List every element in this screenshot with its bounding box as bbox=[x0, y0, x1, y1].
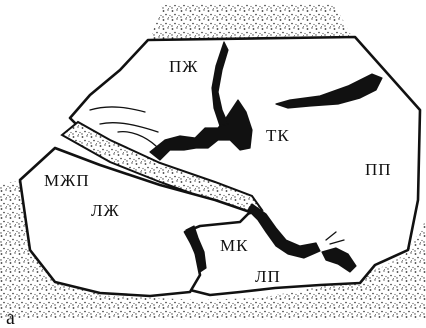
label-tk: ТК bbox=[266, 126, 290, 145]
label-mzhp: МЖП bbox=[44, 171, 90, 190]
top-tissue-band bbox=[150, 3, 352, 40]
label-pzh: ПЖ bbox=[169, 57, 199, 76]
panel-letter: а bbox=[6, 307, 15, 328]
label-mk: МК bbox=[220, 236, 248, 255]
label-lzh: ЛЖ bbox=[91, 201, 120, 220]
label-pp: ПП bbox=[365, 160, 392, 179]
label-lp: ЛП bbox=[255, 267, 281, 286]
